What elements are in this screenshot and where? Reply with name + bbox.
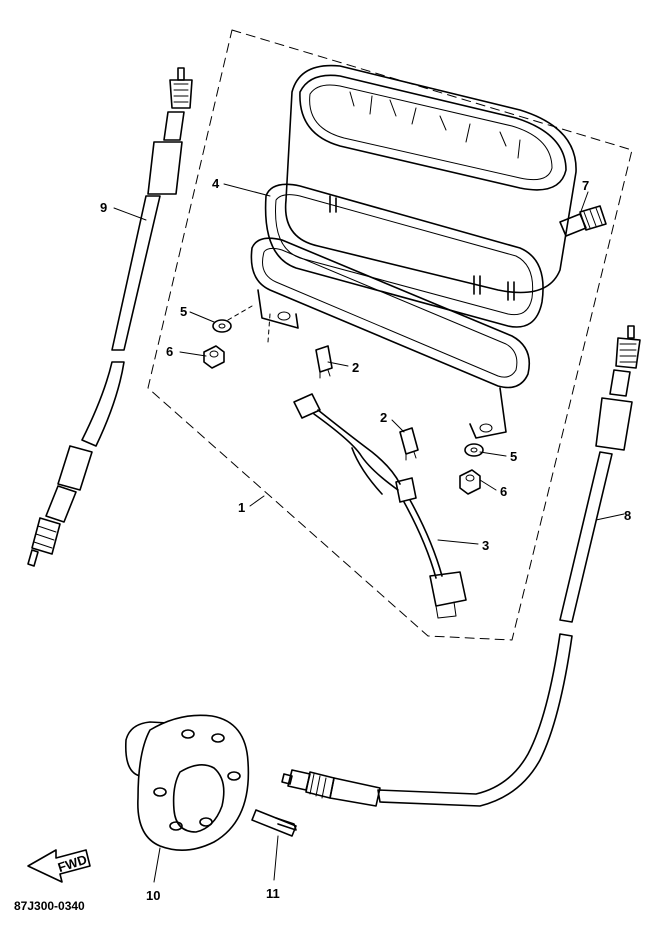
drive-pin bbox=[251, 809, 297, 837]
callout-6-right: 6 bbox=[500, 484, 507, 499]
washer-right bbox=[464, 443, 484, 457]
callout-2-lower: 2 bbox=[380, 410, 387, 425]
forward-arrow-text: FWD bbox=[56, 852, 89, 875]
callout-6-left: 6 bbox=[166, 344, 173, 359]
washer-left bbox=[212, 319, 232, 333]
callout-1: 1 bbox=[238, 500, 245, 515]
callout-8: 8 bbox=[624, 508, 631, 523]
nut-left bbox=[203, 345, 225, 369]
callout-4: 4 bbox=[212, 176, 220, 191]
callout-5-right: 5 bbox=[510, 449, 517, 464]
callout-9: 9 bbox=[100, 200, 107, 215]
wire-harness bbox=[293, 393, 467, 619]
forward-arrow: FWD bbox=[27, 849, 91, 883]
nut-right bbox=[459, 469, 481, 495]
bulb-lower bbox=[399, 427, 419, 461]
leader-lines bbox=[113, 183, 625, 883]
callout-2-upper: 2 bbox=[352, 360, 359, 375]
seal-ring bbox=[264, 183, 544, 328]
callout-5-left: 5 bbox=[180, 304, 187, 319]
callout-11: 11 bbox=[266, 886, 280, 901]
assembly-boundary-dashed bbox=[147, 29, 633, 641]
bulb-upper bbox=[315, 345, 333, 379]
callout-3: 3 bbox=[482, 538, 489, 553]
meter-housing bbox=[284, 64, 577, 301]
callout-10: 10 bbox=[146, 888, 160, 903]
callout-7: 7 bbox=[582, 178, 589, 193]
gear-unit bbox=[124, 714, 250, 851]
diagram-code: 87J300-0340 bbox=[14, 899, 85, 913]
cable-left bbox=[27, 67, 193, 567]
cable-right bbox=[281, 325, 641, 807]
meter-case bbox=[250, 237, 531, 439]
reset-knob bbox=[559, 205, 607, 237]
